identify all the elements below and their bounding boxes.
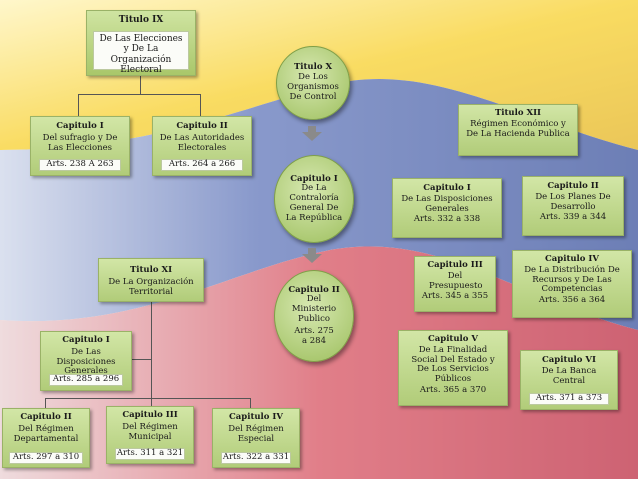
titulo-xii-title: Titulo XII [494, 108, 542, 118]
capitulo-subtitle: De Las Disposiciones Generales [56, 346, 116, 377]
capitulo-arts: Arts. 238 A 263 [39, 159, 121, 171]
titulo-ix-box: Titulo IX De Las Elecciones y De La Orga… [86, 10, 196, 76]
connector-line [151, 300, 152, 408]
capitulo-arts: Arts. 356 a 364 [538, 295, 606, 306]
capitulo-arts: Arts. 297 a 310 [9, 452, 83, 464]
titulo-xi-capitulo-ii-box: Capitulo II Del Régimen Departamental Ar… [2, 408, 90, 468]
capitulo-subtitle: Del Régimen Departamental [13, 423, 79, 444]
titulo-xii-subtitle: Régimen Económico y De La Hacienda Publi… [466, 118, 570, 139]
titulo-xi-subtitle: De La Organización Territorial [108, 276, 194, 297]
connector-line [78, 94, 79, 120]
titulo-xi-title: Titulo XI [129, 265, 173, 275]
capitulo-subtitle: Del Régimen Especial [228, 423, 284, 444]
down-arrow-icon [302, 132, 322, 141]
capitulo-title: Capitulo I [423, 183, 471, 193]
capitulo-subtitle: De Las Autoridades Electorales [159, 132, 245, 153]
titulo-x-title: Titulo X [293, 62, 333, 73]
arrow-stem [308, 248, 316, 254]
capitulo-arts: Arts. 285 a 296 [49, 374, 123, 386]
capitulo-title: Capitulo VI [542, 355, 596, 365]
capitulo-title: Capitulo II [176, 121, 228, 131]
titulo-xii-capitulo-iii-box: Capitulo III Del Presupuesto Arts. 345 a… [414, 256, 496, 312]
capitulo-title: Capitulo III [427, 260, 483, 270]
titulo-x-circle: Titulo X De Los Organismos De Control [276, 46, 350, 120]
capitulo-title: Capitulo I [62, 335, 110, 345]
capitulo-subtitle: De Las Disposiciones Generales [401, 193, 493, 214]
capitulo-title: Capitulo I [290, 173, 338, 184]
down-arrow-icon [302, 254, 322, 263]
titulo-xii-capitulo-i-box: Capitulo I De Las Disposiciones Generale… [392, 178, 502, 238]
capitulo-subtitle: De La Banca Central [541, 365, 597, 386]
capitulo-subtitle: Del sufragio y De Las Elecciones [42, 132, 118, 153]
connector-line [45, 398, 250, 399]
capitulo-arts: Arts. 311 a 321 [115, 448, 185, 460]
titulo-xii-capitulo-iv-box: Capitulo IV De La Distribución De Recurs… [512, 250, 632, 318]
capitulo-arts: Arts. 332 a 338 [413, 214, 481, 225]
capitulo-title: Capitulo IV [545, 254, 599, 264]
capitulo-title: Capitulo II [547, 181, 599, 191]
capitulo-arts: Arts. 339 a 344 [539, 212, 607, 223]
connector-line [140, 76, 141, 94]
titulo-ix-capitulo-ii-box: Capitulo II De Las Autoridades Electoral… [152, 116, 252, 176]
capitulo-subtitle: Del Ministerio Publico [291, 294, 337, 324]
connector-line [200, 94, 201, 120]
capitulo-title: Capitulo IV [229, 412, 283, 422]
titulo-xii-capitulo-ii-box: Capitulo II De Los Planes De Desarrollo … [522, 176, 624, 236]
titulo-xi-capitulo-iv-box: Capitulo IV Del Régimen Especial Arts. 3… [212, 408, 300, 468]
titulo-xi-capitulo-iii-box: Capitulo III Del Régimen Municipal Arts.… [106, 406, 194, 464]
titulo-ix-subtitle: De Las Elecciones y De La Organización E… [93, 31, 189, 75]
capitulo-arts: Arts. 264 a 266 [161, 159, 243, 171]
capitulo-title: Capitulo III [122, 410, 178, 420]
titulo-ix-title: Titulo IX [118, 15, 164, 25]
capitulo-arts: Arts. 365 a 370 [419, 384, 487, 395]
capitulo-subtitle: Del Régimen Municipal [122, 421, 178, 442]
connector-line [45, 398, 46, 412]
capitulo-subtitle: De La Distribución De Recursos y De Las … [524, 264, 620, 295]
connector-line [130, 359, 151, 360]
capitulo-subtitle: De La Finalidad Social Del Estado y De L… [411, 344, 495, 385]
capitulo-arts: Arts. 371 a 373 [529, 393, 609, 405]
capitulo-arts: Arts. 275 a 284 [294, 325, 334, 346]
arrow-stem [308, 126, 316, 132]
capitulo-subtitle: De La Contraloría General De La Repúblic… [285, 183, 343, 223]
connector-line [250, 398, 251, 412]
capitulo-title: Capitulo I [56, 121, 104, 131]
capitulo-title: Capitulo II [20, 412, 72, 422]
titulo-xii-capitulo-v-box: Capitulo V De La Finalidad Social Del Es… [398, 330, 508, 406]
titulo-ix-capitulo-i-box: Capitulo I Del sufragio y De Las Eleccio… [30, 116, 130, 176]
capitulo-arts: Arts. 345 a 355 [421, 291, 489, 302]
titulo-xii-capitulo-vi-box: Capitulo VI De La Banca Central Arts. 37… [520, 350, 618, 410]
titulo-x-capitulo-ii-circle: Capitulo II Del Ministerio Publico Arts.… [274, 270, 354, 362]
capitulo-arts: Arts. 322 a 331 [221, 452, 291, 464]
capitulo-title: Capitulo II [288, 284, 340, 295]
capitulo-subtitle: De Los Planes De Desarrollo [535, 191, 611, 212]
capitulo-subtitle: Del Presupuesto [429, 270, 483, 291]
titulo-x-capitulo-i-circle: Capitulo I De La Contraloría General De … [274, 155, 354, 243]
titulo-xi-capitulo-i-box: Capitulo I De Las Disposiciones Generale… [40, 331, 132, 391]
titulo-xii-box: Titulo XII Régimen Económico y De La Hac… [458, 104, 578, 156]
titulo-x-subtitle: De Los Organismos De Control [287, 72, 339, 102]
titulo-xi-box: Titulo XI De La Organización Territorial [98, 258, 204, 302]
connector-line [78, 94, 200, 95]
capitulo-title: Capitulo V [427, 334, 478, 344]
